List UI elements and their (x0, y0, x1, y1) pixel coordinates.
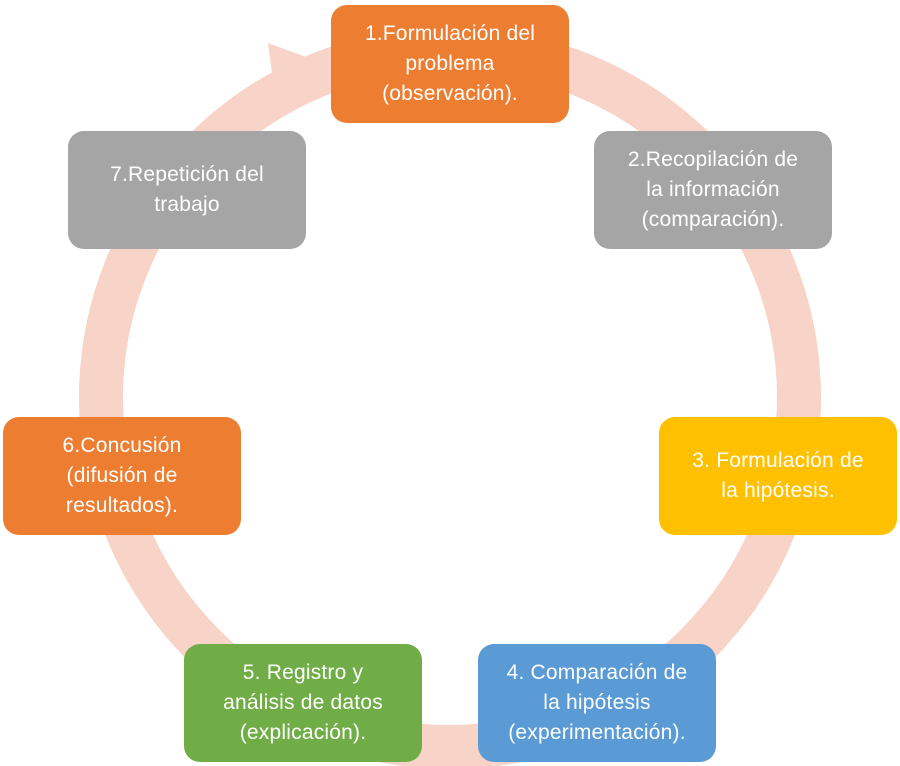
step-1-label: 1.Formulación del problema (observación)… (364, 22, 536, 105)
step-4-label: 4. Comparación de la hipótesis (experime… (506, 661, 688, 744)
step-6-label: 6.Concusión (difusión de resultados). (62, 434, 182, 517)
step-3-formulacion-hipotesis: 3. Formulación de la hipótesis. (659, 417, 897, 535)
step-4-comparacion-hipotesis: 4. Comparación de la hipótesis (experime… (478, 644, 716, 762)
cycle-arrow-head-icon (268, 43, 320, 104)
step-7-label: 7.Repetición del trabajo (110, 163, 264, 216)
step-7-repeticion-trabajo: 7.Repetición del trabajo (68, 131, 306, 249)
step-1-formulacion-problema: 1.Formulación del problema (observación)… (331, 5, 569, 123)
step-6-conclusion: 6.Concusión (difusión de resultados). (3, 417, 241, 535)
step-3-label: 3. Formulación de la hipótesis. (692, 449, 864, 502)
step-2-label: 2.Recopilación de la información (compar… (627, 148, 799, 231)
step-5-label: 5. Registro y análisis de datos (explica… (223, 661, 383, 744)
step-2-recopilacion-informacion: 2.Recopilación de la información (compar… (594, 131, 832, 249)
step-5-registro-analisis: 5. Registro y análisis de datos (explica… (184, 644, 422, 762)
